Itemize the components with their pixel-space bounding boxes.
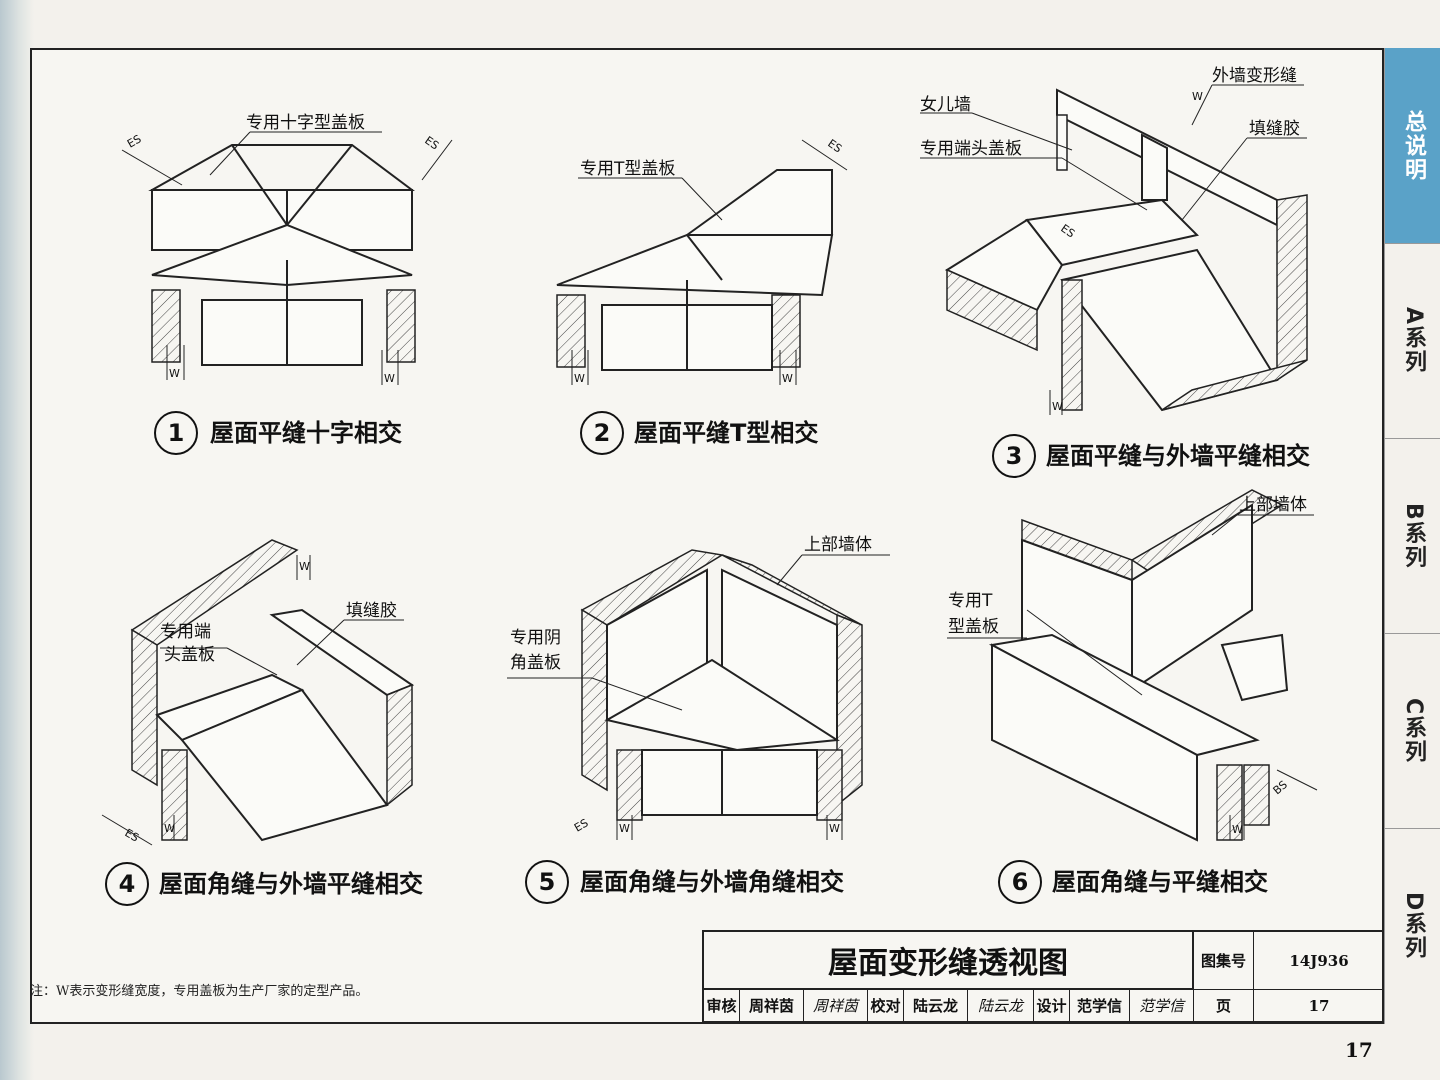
fig5-label-w-right: W xyxy=(829,822,840,835)
fig3-number-circle xyxy=(992,434,1036,478)
tab-label: 总说明 xyxy=(1401,109,1426,182)
fig3-number: 3 xyxy=(1006,442,1023,470)
tab-series-d[interactable]: D系列 xyxy=(1385,828,1440,1024)
fig6-label-t-cover-2: 型盖板 xyxy=(948,617,999,637)
series-tabs: 总说明 A系列 B系列 C系列 D系列 xyxy=(1384,48,1440,1024)
fig6-label-t-cover-1: 专用T xyxy=(948,591,993,611)
fig2-number-circle xyxy=(580,411,624,455)
fig4-label-end-cover-1: 专用端 xyxy=(160,622,211,642)
fig5-number: 5 xyxy=(539,868,556,896)
page-label: 页 xyxy=(1194,990,1254,1022)
fig2-label-w-left: W xyxy=(574,372,585,385)
fig6-label-w: W xyxy=(1232,823,1243,836)
figure-4-corner-and-wall-joint: 专用端 头盖板 填缝胶 W ES W 4 屋面角缝与外墙平缝相交 xyxy=(101,539,423,906)
fig6-caption: 屋面角缝与平缝相交 xyxy=(1052,868,1268,896)
fig5-label-corner-cover-2: 角盖板 xyxy=(510,653,561,673)
book-binding xyxy=(0,0,34,1080)
fig5-number-circle xyxy=(525,860,569,904)
fig1-number: 1 xyxy=(168,419,185,447)
check-label: 校对 xyxy=(868,990,904,1022)
figure-1-cross-joint: 专用十字型盖板 ES ES W W 1 屋面平缝十字相交 xyxy=(121,113,453,455)
fig3-label-sealant: 填缝胶 xyxy=(1249,119,1300,139)
fig4-caption: 屋面角缝与外墙平缝相交 xyxy=(159,870,423,898)
fig6-label-upper-wall: 上部墙体 xyxy=(1239,495,1307,515)
fig4-number: 4 xyxy=(119,870,136,898)
review-label: 审核 xyxy=(704,990,740,1022)
fig5-label-corner-cover-1: 专用阴 xyxy=(510,628,561,648)
fig4-label-es: ES xyxy=(123,826,142,844)
fig4-number-circle xyxy=(105,862,149,906)
atlas-number: 14J936 xyxy=(1254,932,1384,990)
fig6-number-circle xyxy=(998,860,1042,904)
fig1-label-es-right: ES xyxy=(422,134,441,153)
title-block: 屋面变形缝透视图 图集号 14J936 审核 周祥茵 周祥茵 校对 陆云龙 陆云… xyxy=(702,930,1384,1022)
fig6-number: 6 xyxy=(1012,868,1029,896)
design-label: 设计 xyxy=(1034,990,1070,1022)
fig2-caption: 屋面平缝T型相交 xyxy=(634,419,818,447)
fig5-caption: 屋面角缝与外墙角缝相交 xyxy=(580,868,844,896)
footnote: 注：W表示变形缝宽度，专用盖板为生产厂家的定型产品。 xyxy=(30,984,369,999)
figure-5-corner-and-wall-corner-joint: 上部墙体 专用阴 角盖板 ES W W 5 屋面角缝与外墙角缝相交 xyxy=(507,535,890,904)
fig1-label-w-right: W xyxy=(384,372,395,385)
checker-signature: 陆云龙 xyxy=(968,990,1034,1022)
drawing-title: 屋面变形缝透视图 xyxy=(704,932,1194,990)
fig3-label-end-cover: 专用端头盖板 xyxy=(920,139,1022,159)
tab-general-notes[interactable]: 总说明 xyxy=(1385,48,1440,243)
perspective-drawings: 专用十字型盖板 ES ES W W 1 屋面平缝十字相交 xyxy=(101,66,1318,906)
tab-label: C系列 xyxy=(1401,697,1426,765)
fig4-label-sealant: 填缝胶 xyxy=(346,601,397,621)
reviewer-name: 周祥茵 xyxy=(740,990,804,1022)
fig4-label-end-cover-2: 头盖板 xyxy=(164,645,215,665)
atlas-label: 图集号 xyxy=(1194,932,1254,990)
fig3-label-w-top: W xyxy=(1192,90,1203,103)
tab-series-b[interactable]: B系列 xyxy=(1385,438,1440,633)
fig2-number: 2 xyxy=(594,419,611,447)
fig2-label-w-right: W xyxy=(782,372,793,385)
tab-series-a[interactable]: A系列 xyxy=(1385,243,1440,438)
fig5-label-es: ES xyxy=(572,816,591,834)
page-number-cell: 17 xyxy=(1254,990,1384,1022)
tab-label: A系列 xyxy=(1401,307,1426,375)
tab-label: D系列 xyxy=(1401,892,1426,961)
designer-name: 范学信 xyxy=(1070,990,1130,1022)
figure-6-corner-and-flat-joint: 上部墙体 专用T 型盖板 BS W 6 屋面角缝与平缝相交 xyxy=(947,489,1318,904)
fig1-number-circle xyxy=(154,411,198,455)
fig3-caption: 屋面平缝与外墙平缝相交 xyxy=(1046,442,1310,470)
checker-name: 陆云龙 xyxy=(904,990,968,1022)
fig6-label-bs: BS xyxy=(1271,778,1290,797)
reviewer-signature: 周祥茵 xyxy=(804,990,868,1022)
fig4-label-w-bottom: W xyxy=(164,822,175,835)
fig1-label-cover: 专用十字型盖板 xyxy=(246,113,365,133)
tab-series-c[interactable]: C系列 xyxy=(1385,633,1440,828)
tab-label: B系列 xyxy=(1401,502,1426,570)
fig5-label-upper-wall: 上部墙体 xyxy=(804,535,872,555)
figure-2-t-joint: 专用T型盖板 ES W W 2 屋面平缝T型相交 xyxy=(556,137,848,455)
page-number: 17 xyxy=(1345,1038,1373,1062)
fig4-label-w-top: W xyxy=(299,560,310,573)
drawing-sheet: 专用十字型盖板 ES ES W W 1 屋面平缝十字相交 xyxy=(30,48,1384,1024)
fig1-label-es-left: ES xyxy=(125,132,144,150)
fig2-label-cover: 专用T型盖板 xyxy=(580,159,675,179)
fig3-label-parapet: 女儿墙 xyxy=(920,95,971,115)
figure-3-flat-and-wall-joint: 女儿墙 外墙变形缝 填缝胶 专用端头盖板 ES W W 3 屋面平缝与外墙平缝相… xyxy=(920,66,1310,478)
designer-signature: 范学信 xyxy=(1130,990,1194,1022)
fig2-label-es: ES xyxy=(825,137,844,156)
fig3-label-wall-joint: 外墙变形缝 xyxy=(1212,66,1297,86)
fig3-label-w-bottom: W xyxy=(1052,400,1063,413)
fig1-caption: 屋面平缝十字相交 xyxy=(210,419,402,447)
fig1-label-w-left: W xyxy=(169,367,180,380)
fig5-label-w-left: W xyxy=(619,822,630,835)
